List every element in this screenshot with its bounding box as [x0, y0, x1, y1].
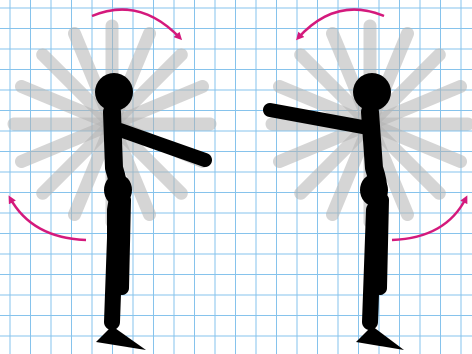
left-figure-leg-front: [112, 210, 116, 322]
right-figure-leg-front: [370, 210, 374, 322]
